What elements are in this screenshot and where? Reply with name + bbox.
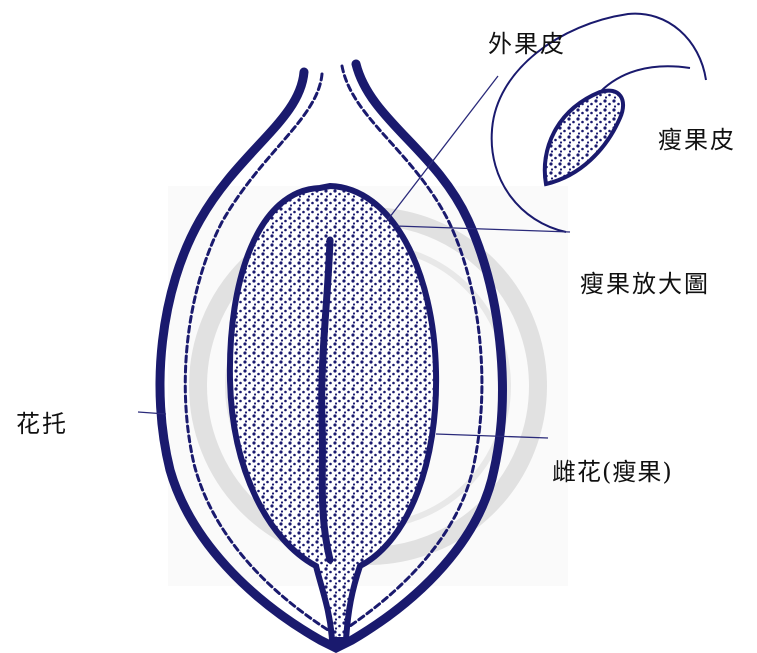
label-exocarp: 外果皮 xyxy=(488,32,566,56)
label-achene-enlarged: 瘦果放大圖 xyxy=(580,272,710,296)
label-receptacle: 花托 xyxy=(16,412,68,436)
label-pistil-achene: 雌花(瘦果) xyxy=(552,460,673,484)
label-achene-skin: 瘦果皮 xyxy=(658,128,736,152)
